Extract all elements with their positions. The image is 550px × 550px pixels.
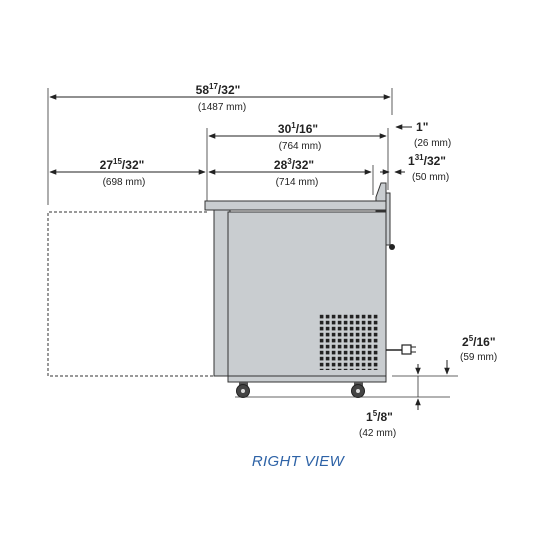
cabinet-depth-with-back-mm: (764 mm): [279, 141, 322, 152]
rear-bracket: [385, 192, 391, 246]
cabinet-depth-dimension: 283/32" (714 mm): [208, 157, 374, 195]
door-clearance-label: 2715/32": [100, 157, 145, 172]
cabinet-depth-mm: (714 mm): [276, 177, 319, 188]
overall-depth-mm: (1487 mm): [198, 102, 246, 113]
rear-backsplash-label: 131/32": [408, 153, 446, 168]
rear-bumper-dimension: 1" (26 mm): [395, 120, 451, 149]
cabinet-base: [227, 375, 387, 383]
door-clearance-mm: (698 mm): [103, 177, 146, 188]
vent-grille: [319, 314, 379, 370]
cord-height-mm: (59 mm): [460, 352, 497, 363]
rear-bumper-label: 1": [416, 120, 428, 134]
cord-height-dimension: 25/16" (59 mm): [392, 334, 497, 398]
door-swing-outline: [47, 211, 214, 377]
front-caster: [236, 382, 250, 398]
overall-depth-dimension: 5817/32" (1487 mm): [47, 82, 393, 205]
worktop: [204, 200, 387, 211]
rear-knob: [389, 244, 395, 250]
cabinet-depth-label: 283/32": [274, 157, 314, 172]
power-plug: [401, 344, 412, 355]
cabinet-right-view: [47, 182, 416, 398]
rear-backsplash-dimension: 131/32" (50 mm): [380, 153, 449, 183]
cabinet-depth-with-back-label: 301/16": [278, 121, 318, 136]
view-label: RIGHT VIEW: [252, 453, 346, 470]
door-clearance-dimension: 2715/32" (698 mm): [49, 157, 206, 188]
caster-clearance-mm: (42 mm): [359, 428, 396, 439]
rear-bumper-mm: (26 mm): [414, 138, 451, 149]
overall-depth-label: 5817/32": [196, 82, 241, 97]
cord-height-label: 25/16": [462, 334, 496, 349]
rear-caster: [351, 382, 365, 398]
caster-clearance-dimension: 15/8" (42 mm): [359, 364, 421, 439]
cabinet-depth-with-back-dimension: 301/16" (764 mm): [206, 121, 389, 205]
caster-clearance-label: 15/8": [366, 409, 393, 424]
rear-backsplash-mm: (50 mm): [412, 172, 449, 183]
